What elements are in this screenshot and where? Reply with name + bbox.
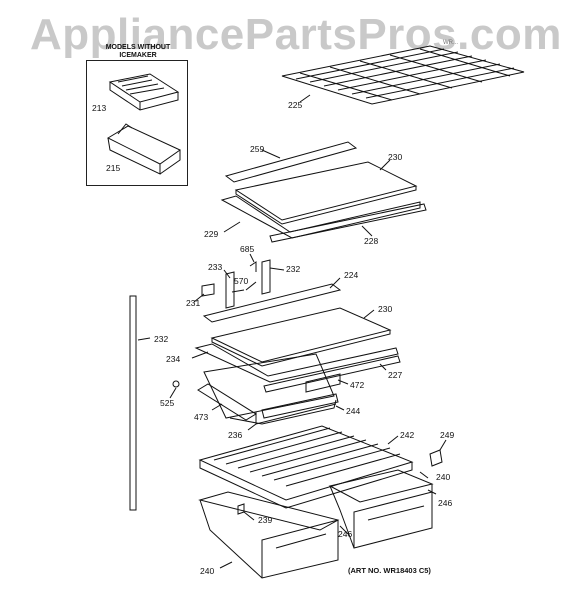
- label-246-right: 246: [438, 498, 453, 508]
- label-244: 244: [346, 406, 361, 416]
- label-473: 473: [194, 412, 209, 422]
- label-239: 239: [258, 515, 273, 525]
- wire-shelf-225: [281, 45, 525, 105]
- label-224: 224: [344, 270, 359, 280]
- crisper-cover-242: [198, 425, 414, 509]
- label-233: 233: [208, 262, 223, 272]
- label-242: 242: [400, 430, 415, 440]
- crisper-drawer-left: [198, 491, 340, 579]
- watermark: AppliancePartsPros.com: [30, 10, 562, 59]
- label-227: 227: [388, 370, 403, 380]
- label-240-right: 240: [436, 472, 451, 482]
- label-236: 236: [228, 430, 243, 440]
- shelf-assembly-middle: [194, 307, 401, 393]
- label-240-left: 240: [200, 566, 215, 576]
- inset-title-line1: MODELS WITHOUT: [105, 44, 171, 51]
- label-231: 231: [186, 298, 201, 308]
- label-228: 228: [364, 236, 379, 246]
- label-229: 229: [204, 229, 219, 239]
- shelf-brackets: [201, 259, 271, 309]
- label-232-bracket: 232: [286, 264, 301, 274]
- label-472: 472: [350, 380, 365, 390]
- label-230-upper: 230: [388, 152, 403, 162]
- label-525: 525: [160, 398, 175, 408]
- shelf-assembly-upper: [220, 141, 427, 243]
- drawer-assembly-middle: [197, 353, 339, 425]
- trim-224: [202, 283, 342, 323]
- inset-title-line2: ICEMAKER: [119, 52, 157, 59]
- label-259: 259: [250, 144, 265, 154]
- label-685: 685: [240, 244, 255, 254]
- art-number: (ART NO. WR18403 C5): [348, 566, 431, 575]
- label-213: 213: [92, 103, 107, 113]
- corner-code: WR...: [443, 40, 458, 46]
- ice-bucket-215: [106, 123, 181, 175]
- label-215: 215: [106, 163, 121, 173]
- label-234: 234: [166, 354, 181, 364]
- inset-title: MODELS WITHOUT ICEMAKER: [90, 44, 186, 60]
- inset-box: [86, 60, 188, 186]
- ice-tray-213: [108, 73, 180, 111]
- label-232-rail: 232: [154, 334, 169, 344]
- clip-249: [429, 449, 443, 467]
- label-246-left: 246: [338, 529, 353, 539]
- crisper-drawer-right: [328, 469, 434, 549]
- label-230-middle: 230: [378, 304, 393, 314]
- label-249: 249: [440, 430, 455, 440]
- rail-232: [129, 295, 137, 511]
- label-225: 225: [288, 100, 303, 110]
- label-570: 570: [234, 276, 249, 286]
